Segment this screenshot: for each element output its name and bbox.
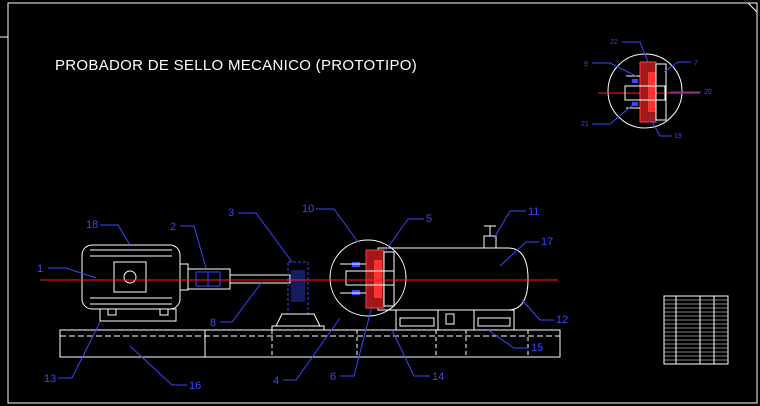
tank-saddle-right-plate — [477, 317, 511, 327]
detail-label-19: 19 — [674, 133, 682, 140]
callout-18: 18 — [86, 219, 98, 231]
motor-foot-bolt-right — [159, 308, 169, 316]
coupling-hub-right — [207, 271, 221, 287]
callout-13: 13 — [44, 373, 56, 385]
tank-drain — [445, 313, 455, 325]
leader-6 — [340, 305, 373, 377]
callouts: 1 18 2 3 8 10 5 11 17 12 15 14 6 4 13 16 — [37, 203, 568, 392]
bearing-pedestal — [271, 261, 325, 331]
callout-10: 10 — [302, 203, 314, 215]
pedestal-plate — [271, 325, 325, 331]
tank-saddle-left — [395, 309, 439, 331]
pressure-tank — [377, 225, 529, 331]
base-frame — [59, 329, 561, 358]
detail-leader-22 — [622, 41, 649, 63]
leader-5 — [385, 218, 424, 251]
seal-chamber-view — [329, 239, 407, 317]
detail-spring-lower — [632, 102, 638, 106]
detail-spring-upper — [632, 79, 638, 83]
motor-flange — [179, 263, 189, 291]
detail-leader-19 — [649, 117, 672, 137]
pedestal-bearing — [291, 270, 305, 302]
callout-2: 2 — [170, 221, 176, 233]
motor-terminal-circle — [123, 270, 137, 284]
drawing-border — [7, 2, 758, 404]
motor-foot-bolt-left — [107, 308, 117, 316]
detail-leader-7 — [663, 61, 691, 73]
detail-leader-21 — [592, 103, 635, 125]
leader-3 — [238, 212, 293, 263]
callout-15: 15 — [531, 342, 543, 354]
detail-label-21: 21 — [581, 121, 589, 128]
callout-14: 14 — [432, 371, 444, 383]
drive-shaft — [229, 274, 291, 284]
callout-5: 5 — [426, 213, 432, 225]
coupling-hub-left — [195, 271, 209, 287]
tank-saddle-left-plate — [399, 317, 435, 327]
leader-1 — [48, 267, 97, 279]
leader-15 — [487, 329, 529, 349]
border-tick-right — [747, 2, 758, 13]
leader-13 — [58, 321, 101, 379]
leader-17 — [499, 241, 539, 267]
leader-4 — [283, 317, 341, 381]
motor-terminal-box — [113, 261, 147, 293]
seal-housing — [383, 251, 395, 307]
electric-motor — [81, 244, 189, 322]
parts-table-rows — [664, 299, 728, 361]
callout-16: 16 — [189, 380, 201, 392]
callout-12: 12 — [556, 314, 568, 326]
seal-sleeve — [345, 270, 395, 286]
seal-detail-circle — [329, 239, 407, 317]
leader-14 — [391, 329, 430, 377]
callout-11: 11 — [528, 206, 539, 218]
detail-label-20: 20 — [704, 89, 712, 96]
detail-seal-face — [648, 72, 656, 112]
tank-body — [377, 247, 529, 311]
base-skid — [59, 329, 561, 358]
callout-1: 1 — [37, 263, 43, 275]
leader-18 — [100, 224, 131, 246]
detail-housing — [655, 63, 667, 121]
detail-shaft-sleeve — [624, 85, 666, 101]
callout-4: 4 — [273, 375, 279, 387]
callout-8: 8 — [210, 317, 216, 329]
leader-12 — [521, 299, 554, 321]
leader-8 — [220, 281, 263, 323]
motor-feet — [99, 308, 177, 322]
detail-label-22: 22 — [610, 39, 618, 46]
leader-11 — [493, 210, 526, 239]
leader-16 — [129, 345, 187, 386]
leader-2 — [180, 225, 207, 269]
callout-3: 3 — [228, 207, 234, 219]
detail-label-7: 7 — [694, 60, 698, 67]
callout-17: 17 — [541, 236, 553, 248]
parts-list-table — [663, 295, 729, 365]
drawing-title: PROBADOR DE SELLO MECANICO (PROTOTIPO) — [55, 57, 417, 74]
detail-label-9: 9 — [584, 61, 588, 68]
motor-housing — [81, 244, 181, 310]
detail-leader-9 — [592, 62, 637, 77]
shaft-coupling — [187, 268, 291, 290]
pedestal-base — [275, 313, 321, 327]
seal-detail-view: 22 9 7 20 21 19 — [581, 39, 712, 140]
callout-6: 6 — [330, 371, 336, 383]
parts-table-frame — [663, 295, 729, 365]
tank-saddle-right — [473, 309, 515, 331]
leader-10 — [316, 208, 359, 243]
seal-face — [374, 260, 382, 298]
